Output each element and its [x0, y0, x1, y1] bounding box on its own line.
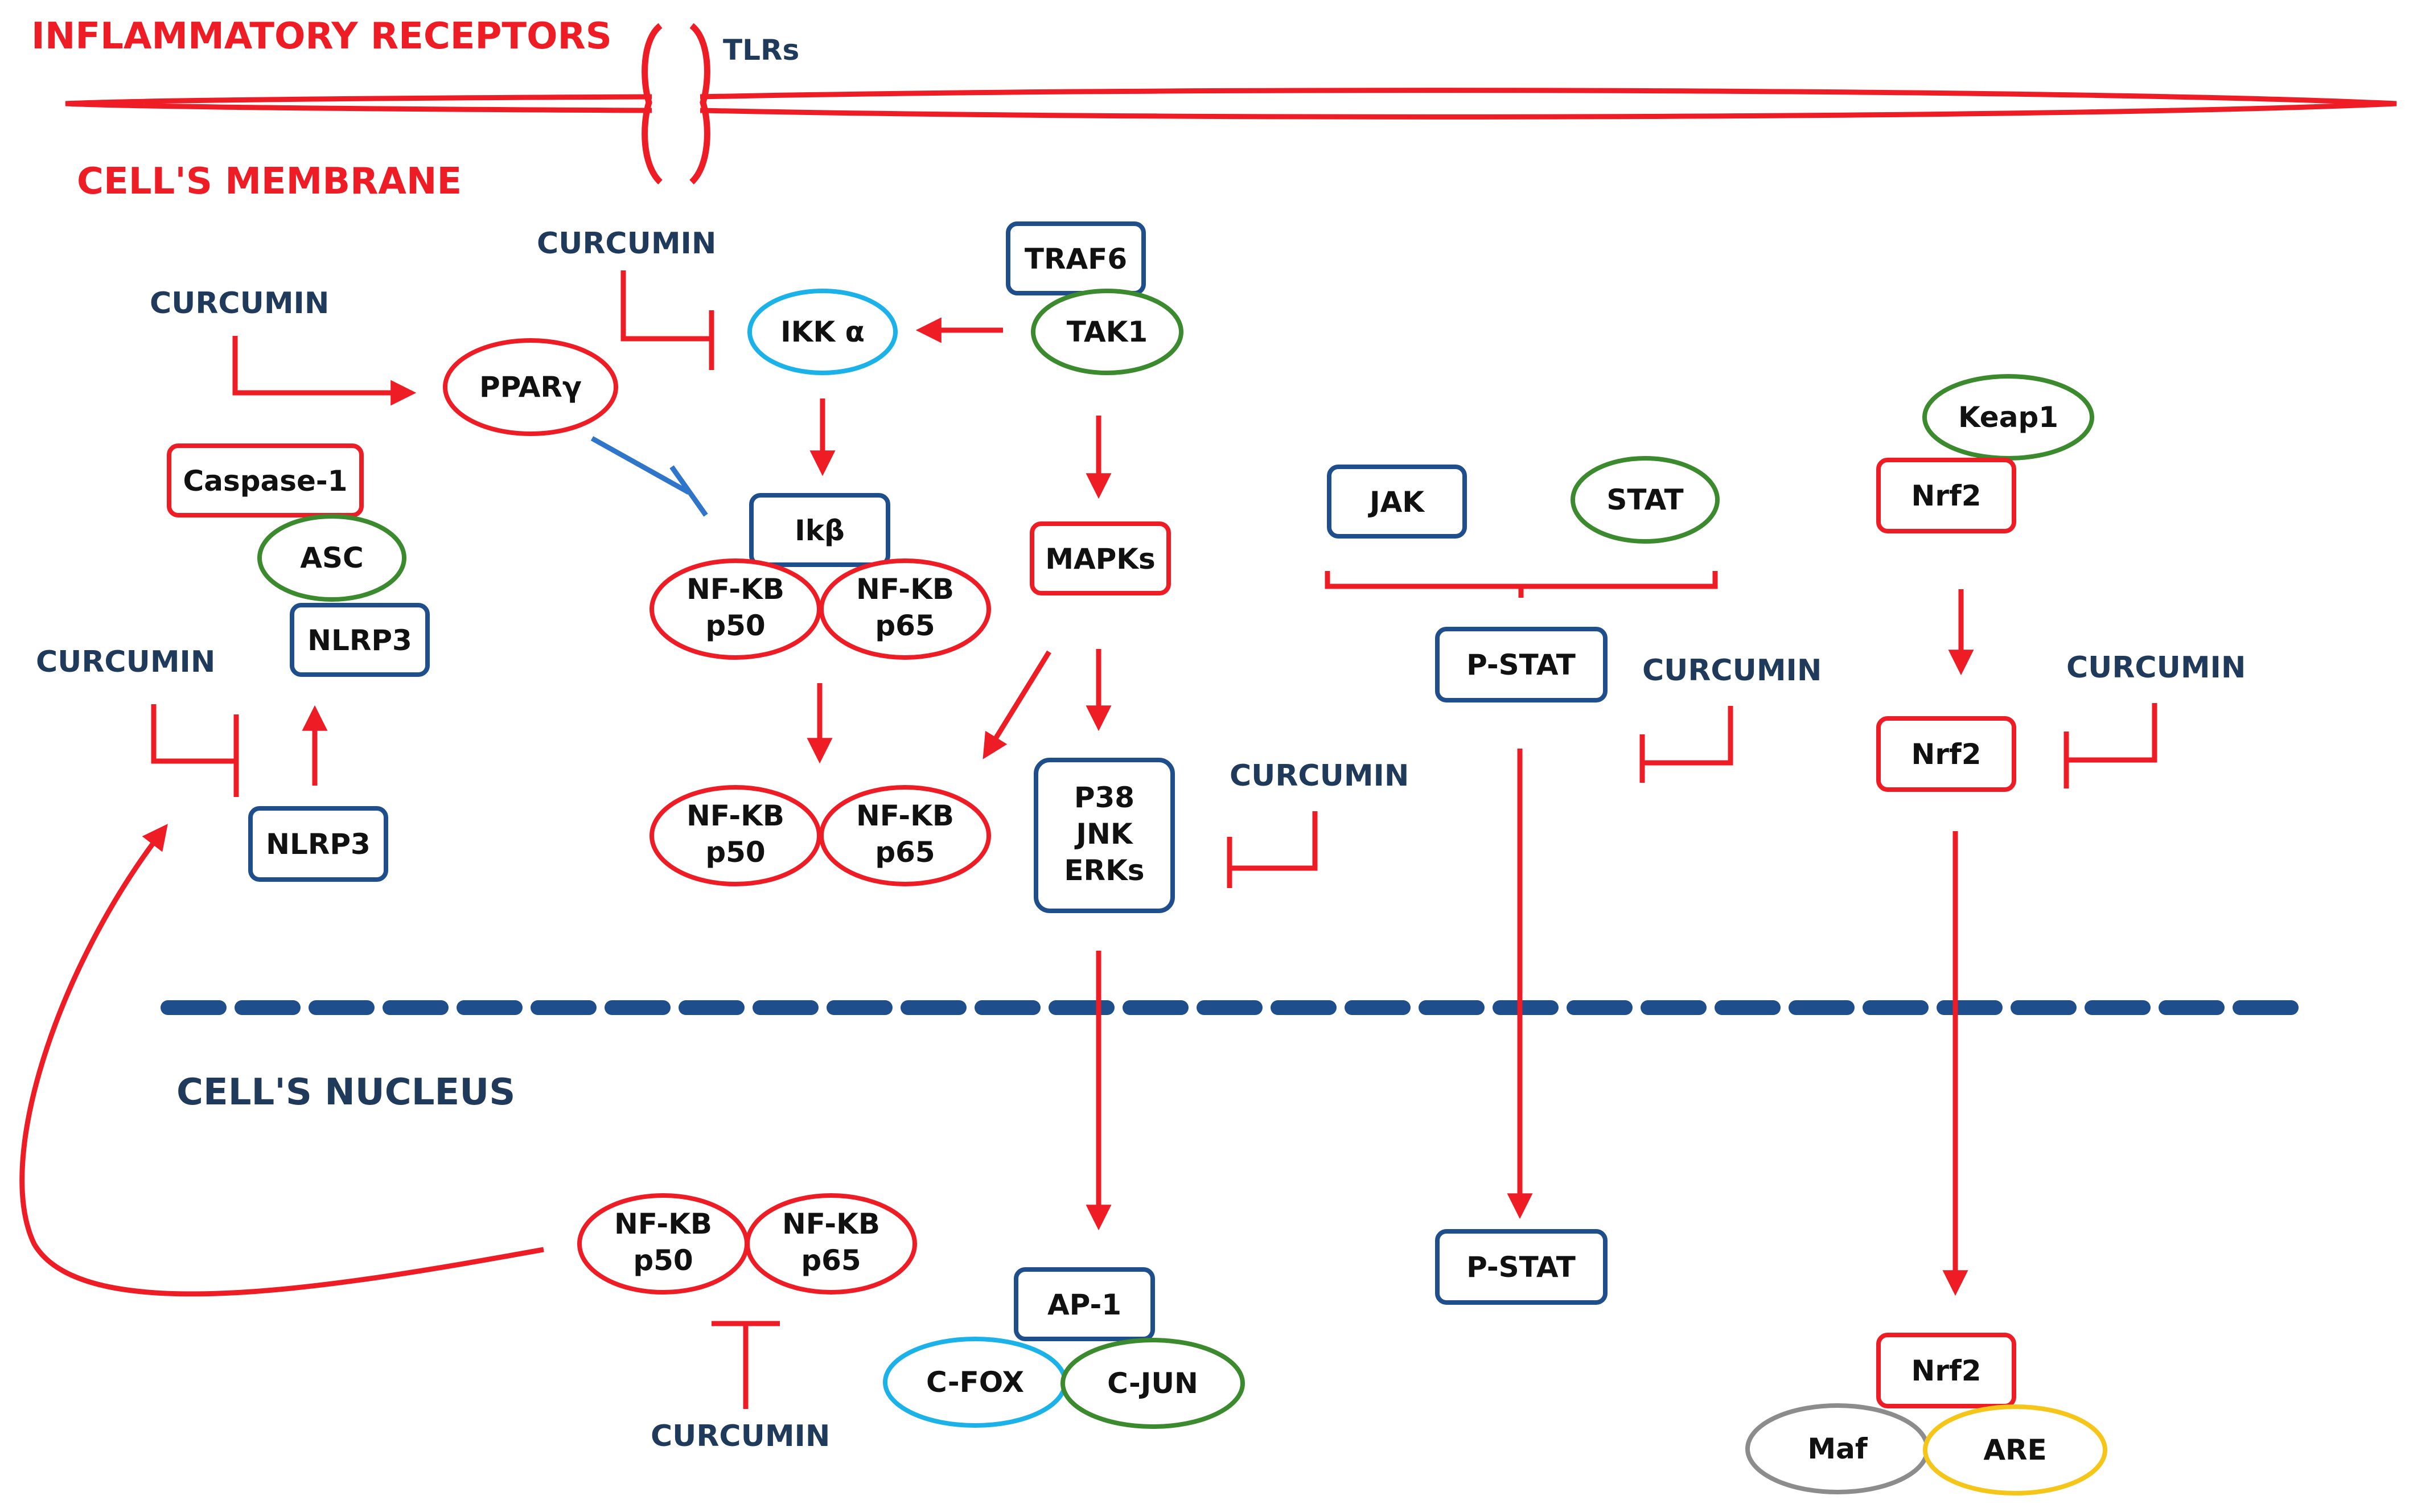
svg-text:Maf: Maf — [1807, 1432, 1868, 1465]
svg-text:p65: p65 — [875, 836, 935, 869]
tak1-node: TAK1 — [1031, 289, 1183, 375]
tlr-receptor — [642, 23, 710, 185]
pstat-lower-node: P-STAT — [1435, 1229, 1608, 1305]
cell-membrane — [65, 88, 2397, 120]
svg-text:NLRP3: NLRP3 — [266, 828, 371, 861]
ppar-inhibits-ikb — [590, 436, 708, 517]
svg-text:TRAF6: TRAF6 — [1025, 243, 1127, 276]
svg-text:P-STAT: P-STAT — [1466, 1251, 1576, 1284]
svg-text:NLRP3: NLRP3 — [307, 624, 412, 657]
mapks-to-nfkb-arrow — [983, 650, 1051, 759]
svg-text:JNK: JNK — [1074, 817, 1133, 850]
nlrp3-upper-node: NLRP3 — [290, 603, 430, 677]
svg-text:p65: p65 — [801, 1244, 861, 1277]
jak-node: JAK — [1327, 465, 1467, 539]
curcumin-label-ppar: CURCUMIN — [150, 286, 329, 321]
stat-node: STAT — [1571, 456, 1720, 544]
svg-text:ASC: ASC — [300, 541, 363, 574]
nfkb-p50-free-node: NF-KB p50 — [650, 785, 821, 886]
nlrp3-lower-node: NLRP3 — [248, 806, 388, 882]
maf-node: Maf — [1745, 1403, 1930, 1494]
receptors-title: INFLAMMATORY RECEPTORS — [31, 15, 612, 57]
svg-text:P-STAT: P-STAT — [1466, 648, 1576, 681]
activation-arrows — [19, 317, 1974, 1297]
svg-text:PPARγ: PPARγ — [479, 371, 582, 404]
nfkb-p50-node: NF-KB p50 — [650, 558, 821, 660]
svg-text:Nrf2: Nrf2 — [1911, 479, 1981, 512]
nrf2-top-node: Nrf2 — [1876, 458, 2016, 533]
svg-text:p65: p65 — [875, 609, 935, 642]
asc-node: ASC — [257, 514, 406, 602]
curcumin-to-ppar-arrow — [232, 336, 417, 406]
jak-stat-bracket — [1325, 571, 1718, 598]
ikb-node: Ikβ — [749, 493, 890, 567]
nrf2-mid-node: Nrf2 — [1876, 716, 2016, 792]
curcumin-inhibits-ikk — [620, 270, 714, 370]
svg-text:ARE: ARE — [1983, 1433, 2046, 1466]
keap1-node: Keap1 — [1922, 374, 2094, 461]
svg-text:AP-1: AP-1 — [1047, 1288, 1121, 1321]
mapks-node: MAPKs — [1030, 521, 1171, 595]
ikk-node: IKK α — [747, 289, 898, 375]
svg-text:Caspase-1: Caspase-1 — [183, 465, 348, 498]
p38-jnk-erks-node: P38 JNK ERKs — [1034, 758, 1175, 913]
nrf2-bottom-node: Nrf2 — [1876, 1333, 2016, 1408]
nfkb-p65-nuclear-node: NF-KB p65 — [745, 1193, 917, 1295]
svg-text:ERKs: ERKs — [1064, 854, 1144, 887]
curcumin-inhibits-nrf2 — [2063, 703, 2157, 788]
tlrs-label: TLRs — [723, 34, 799, 67]
svg-text:Ikβ: Ikβ — [795, 514, 845, 547]
svg-text:JAK: JAK — [1368, 486, 1425, 519]
svg-text:NF-KB: NF-KB — [614, 1207, 712, 1240]
inhibition-symbols — [151, 270, 2157, 1409]
svg-text:MAPKs: MAPKs — [1045, 543, 1156, 576]
nucleus-label: CELL'S NUCLEUS — [176, 1071, 515, 1114]
are-node: ARE — [1923, 1404, 2107, 1495]
svg-text:NF-KB: NF-KB — [687, 799, 784, 832]
svg-text:NF-KB: NF-KB — [856, 573, 954, 606]
svg-text:NF-KB: NF-KB — [782, 1207, 880, 1240]
svg-text:P38: P38 — [1074, 781, 1134, 814]
svg-text:TAK1: TAK1 — [1067, 315, 1148, 348]
curcumin-label-pstat: CURCUMIN — [1642, 654, 1822, 688]
pstat-upper-node: P-STAT — [1435, 627, 1608, 702]
nfkb-p50-nuclear-node: NF-KB p50 — [577, 1193, 749, 1295]
curcumin-label-nrf2: CURCUMIN — [2066, 651, 2246, 685]
curcumin-label-p38: CURCUMIN — [1230, 759, 1409, 793]
ppar-node: PPARγ — [443, 338, 618, 436]
svg-text:STAT: STAT — [1606, 483, 1683, 516]
curcumin-labels: CURCUMIN CURCUMIN CURCUMIN CURCUMIN CURC… — [36, 227, 2246, 1453]
curcumin-inhibits-pstat — [1639, 706, 1733, 783]
curcumin-inhibits-nfkb — [712, 1321, 780, 1409]
ap1-node: AP-1 — [1014, 1267, 1155, 1341]
svg-text:NF-KB: NF-KB — [687, 573, 784, 606]
svg-text:p50: p50 — [633, 1244, 693, 1277]
nfkb-feedback-arrow — [19, 824, 544, 1297]
cjun-node: C-JUN — [1060, 1338, 1245, 1429]
curcumin-inhibits-nlrp3 — [151, 704, 239, 797]
nfkb-p65-node: NF-KB p65 — [819, 558, 991, 660]
svg-text:Nrf2: Nrf2 — [1911, 738, 1981, 771]
curcumin-label-nlrp3: CURCUMIN — [36, 645, 215, 679]
membrane-label: CELL'S MEMBRANE — [77, 161, 462, 203]
svg-text:Keap1: Keap1 — [1958, 401, 2058, 434]
svg-text:IKK α: IKK α — [780, 315, 865, 348]
cfox-node: C-FOX — [883, 1337, 1067, 1428]
svg-text:p50: p50 — [705, 836, 765, 869]
svg-text:C-FOX: C-FOX — [926, 1366, 1024, 1399]
svg-text:NF-KB: NF-KB — [856, 799, 954, 832]
caspase1-node: Caspase-1 — [167, 443, 364, 517]
nfkb-p65-free-node: NF-KB p65 — [819, 785, 991, 886]
curcumin-inhibits-p38 — [1227, 811, 1318, 888]
curcumin-label-nfkb: CURCUMIN — [651, 1419, 830, 1453]
svg-text:C-JUN: C-JUN — [1107, 1367, 1198, 1400]
svg-text:Nrf2: Nrf2 — [1911, 1354, 1981, 1387]
traf6-node: TRAF6 — [1006, 221, 1146, 295]
curcumin-label-ikk: CURCUMIN — [537, 227, 716, 261]
svg-text:p50: p50 — [705, 609, 765, 642]
